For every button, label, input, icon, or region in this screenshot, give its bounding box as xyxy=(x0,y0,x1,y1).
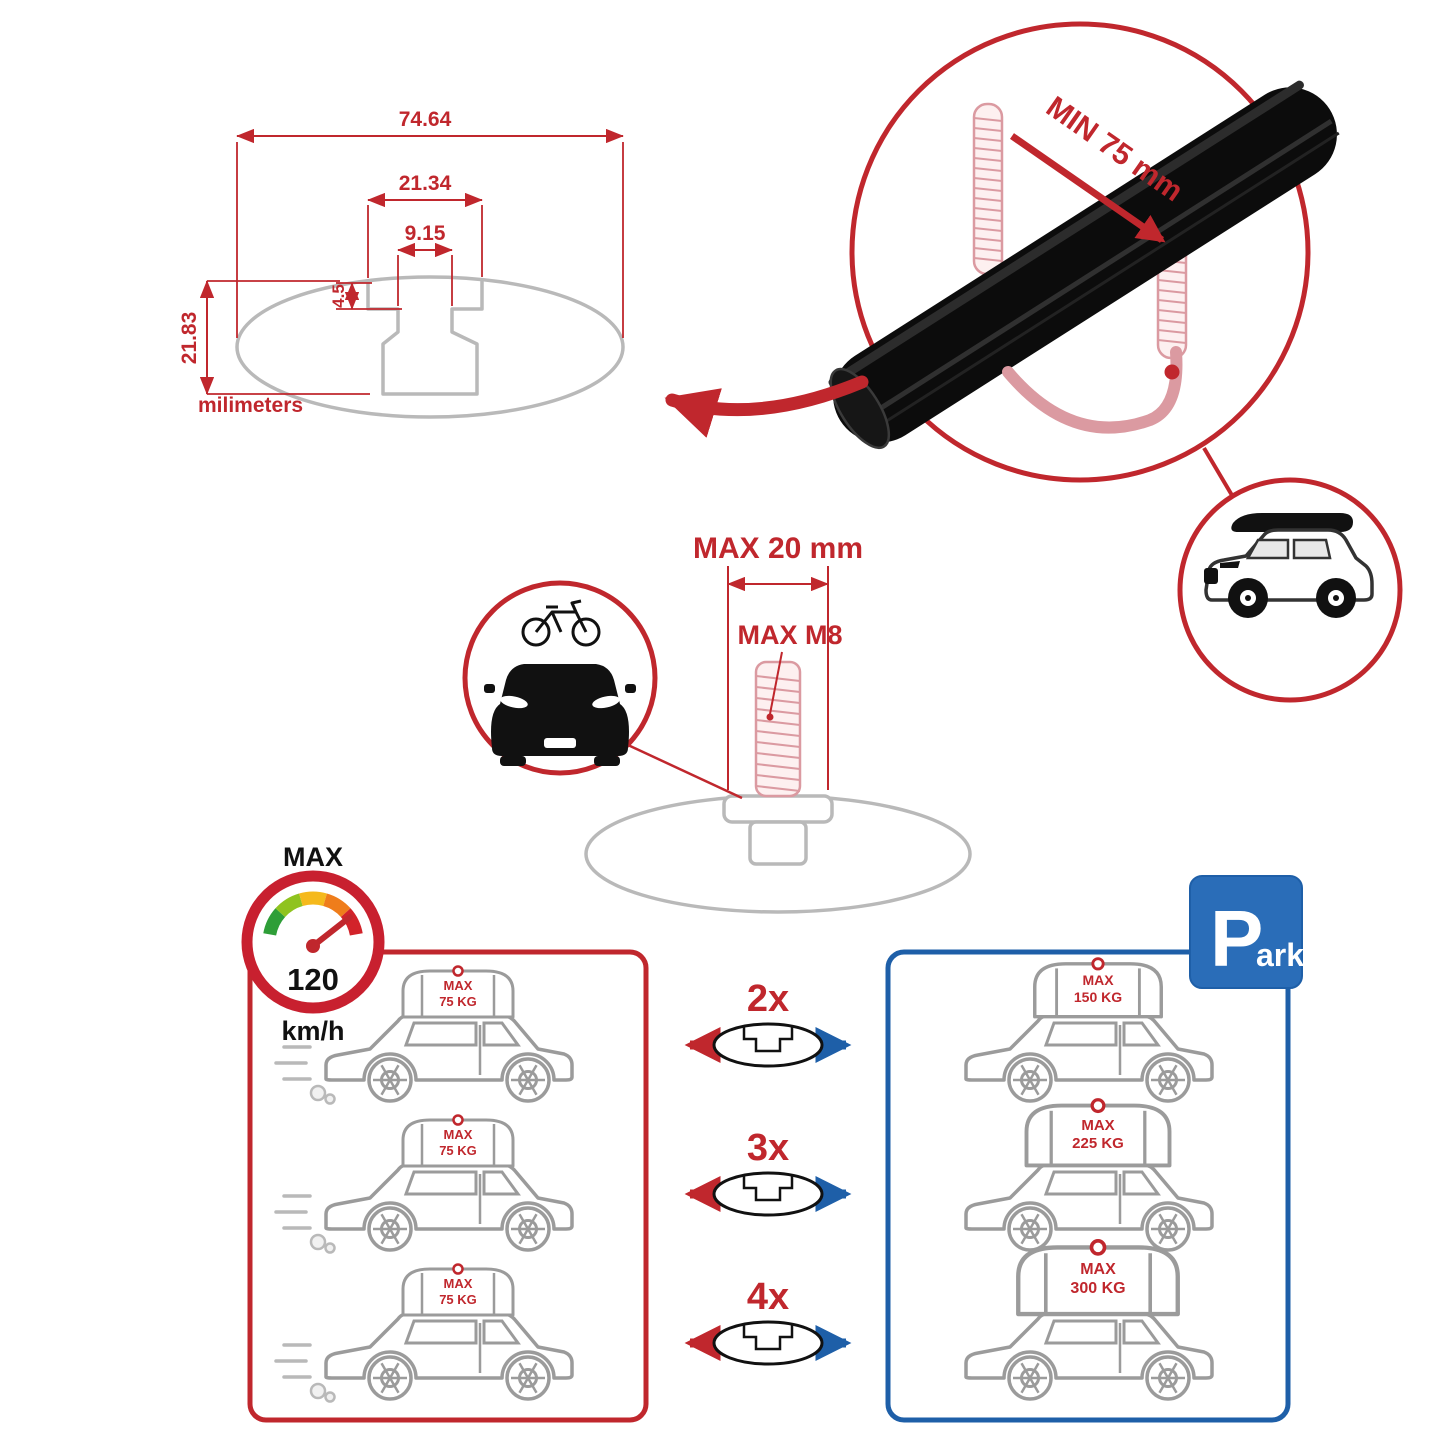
bag-max-label: MAX xyxy=(444,1127,473,1142)
leader-dot xyxy=(766,713,774,721)
gauge-arc-green xyxy=(263,908,286,936)
bike-car-bubble xyxy=(462,580,743,800)
dim-step-depth: 4.5 xyxy=(329,284,348,308)
usage-section: MAX 75 KG MAX 75 KG MAX 75 KG MAX 150 KG xyxy=(241,842,1304,1423)
gauge-arc-orange xyxy=(322,893,351,918)
speed-unit: km/h xyxy=(281,1016,344,1046)
multiplier-row-3: 4x xyxy=(684,1276,852,1366)
thread-leader-line xyxy=(769,651,783,715)
dim-total-width: 74.64 xyxy=(399,108,452,131)
u-bolt-dot xyxy=(1164,364,1180,380)
parked-car-row-3: MAX 300 KG xyxy=(964,1241,1214,1401)
bag-max-label: MAX xyxy=(444,978,473,993)
bag-weight-label: 75 KG xyxy=(439,1292,477,1307)
max-thread-label: MAX M8 xyxy=(737,620,842,650)
gauge-arc-yellow xyxy=(299,891,327,907)
crossbar-tube xyxy=(828,80,1340,450)
gauge-arc-yellowgreen xyxy=(275,893,304,918)
park-rest: ark xyxy=(1256,937,1304,973)
crossbar-cross-section-icon xyxy=(712,1320,824,1366)
park-sign: P ark xyxy=(1189,875,1304,989)
crossbar-cross-section-icon xyxy=(712,1171,824,1217)
gauge-pivot xyxy=(306,939,320,953)
tslot-glyph xyxy=(742,1175,794,1202)
dim-total-height: 21.83 xyxy=(178,312,201,365)
bike-icon xyxy=(521,599,601,647)
tslot-flange xyxy=(722,794,834,824)
bag-weight-label: 75 KG xyxy=(439,994,477,1009)
u-bolt-curve xyxy=(1002,346,1183,434)
dim-channel-width: 9.15 xyxy=(405,222,446,245)
park-letter: P xyxy=(1210,894,1263,983)
gauge-needle xyxy=(310,914,353,949)
bag-max-label: MAX xyxy=(444,1276,473,1291)
crossbar-profile-ellipse xyxy=(235,275,625,419)
bubble-leader-line xyxy=(627,743,743,800)
suv-with-roofbox-icon xyxy=(1204,513,1374,618)
driving-car-row-2: MAX 75 KG xyxy=(274,1114,574,1255)
crossbar-zoom-section: MIN 75 mm xyxy=(664,21,1403,703)
bag-weight-label: 300 KG xyxy=(1070,1280,1125,1297)
gauge-arc-red xyxy=(340,908,363,936)
crossbar-tslot-profile xyxy=(366,280,484,396)
bag-max-label: MAX xyxy=(1080,1261,1116,1278)
multiplier-row-2: 3x xyxy=(684,1127,852,1217)
dim-opening-width: 21.34 xyxy=(399,172,452,195)
profile-drawing-section: 74.64 21.34 9.15 4.5 21.83 milimeters xyxy=(178,108,625,419)
multiplier-label: 2x xyxy=(747,978,789,1020)
max-width-label: MAX 20 mm xyxy=(693,532,863,565)
tslot-glyph xyxy=(742,1324,794,1351)
speed-value: 120 xyxy=(287,962,339,997)
tslot-glyph xyxy=(742,1026,794,1053)
parked-car-row-1: MAX 150 KG xyxy=(964,956,1214,1103)
speed-max-label: MAX xyxy=(283,842,343,872)
driving-car-row-1: MAX 75 KG xyxy=(274,965,574,1106)
speed-limit-gauge: MAX 120 km/h xyxy=(241,842,385,1046)
multiplier-label: 3x xyxy=(747,1127,789,1169)
parked-car-row-2: MAX 225 KG xyxy=(964,1097,1214,1252)
bubble-connector xyxy=(1202,446,1235,499)
parking-sign-icon xyxy=(1189,875,1303,989)
crossbar-cross-section-icon xyxy=(712,1022,824,1068)
bag-max-label: MAX xyxy=(1082,972,1114,988)
tslot-stem xyxy=(748,820,808,866)
multiplier-label: 4x xyxy=(747,1276,789,1318)
zoom-pointer-arrow xyxy=(664,375,869,438)
bag-max-label: MAX xyxy=(1081,1117,1114,1134)
bolt-illustration xyxy=(754,660,802,798)
car-front-silhouette xyxy=(484,664,636,766)
units-label: milimeters xyxy=(198,394,303,417)
bag-weight-label: 225 KG xyxy=(1072,1135,1124,1152)
multiplier-row-1: 2x xyxy=(684,978,852,1068)
suv-roofbox-bubble xyxy=(1177,477,1403,703)
min-span-arrow xyxy=(1010,133,1166,243)
bag-weight-label: 75 KG xyxy=(439,1143,477,1158)
bolt-section: MAX 20 mm MAX M8 xyxy=(462,532,972,914)
bag-weight-label: 150 KG xyxy=(1074,989,1122,1005)
driving-car-row-3: MAX 75 KG xyxy=(274,1263,574,1404)
